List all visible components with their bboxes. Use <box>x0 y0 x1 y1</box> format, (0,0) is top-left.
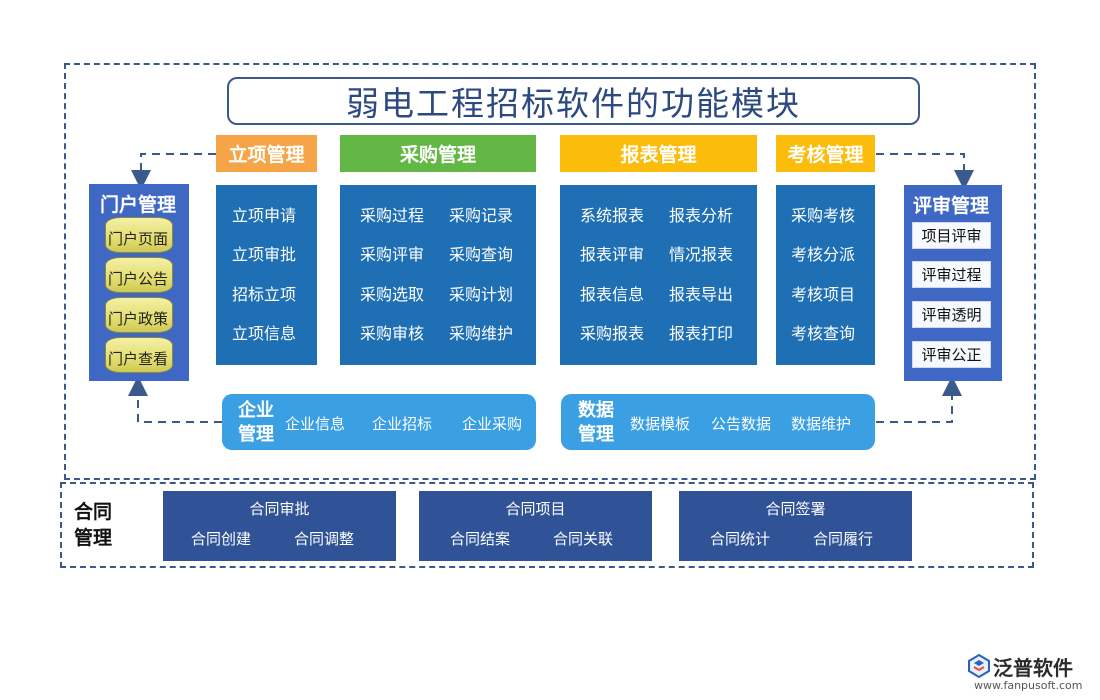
main-frame <box>64 63 1036 480</box>
portal-item-label: 门户页面 <box>108 230 169 248</box>
fanpu-logo-icon <box>968 653 990 682</box>
portal-mgmt-panel: 门户管理 门户页面 门户公告 门户政策 门户查看 <box>89 184 189 381</box>
list-item: 采购维护 <box>449 324 514 343</box>
review-item: 评审过程 <box>912 261 991 288</box>
report-mgmt-panel: 系统报表 报表分析 报表评审 情况报表 报表信息 报表导出 采购报表 报表打印 <box>560 185 757 365</box>
list-item: 数据维护 <box>791 415 852 433</box>
list-item: 报表分析 <box>669 206 734 225</box>
contract-frame <box>60 482 1034 568</box>
portal-item-label: 门户公告 <box>108 270 169 288</box>
contract-group-approval: 合同审批 合同创建 合同调整 <box>163 491 396 561</box>
list-item: 合同关联 <box>553 530 614 548</box>
enterprise-mgmt-panel: 企业 管理 企业信息 企业招标 企业采购 <box>222 394 536 450</box>
contract-group-title: 合同审批 <box>249 500 310 518</box>
list-item: 采购考核 <box>791 206 856 225</box>
list-item: 立项信息 <box>232 324 297 343</box>
list-item: 合同统计 <box>710 530 771 548</box>
data-mgmt-panel: 数据 管理 数据模板 公告数据 数据维护 <box>561 394 875 450</box>
project-mgmt-panel: 立项申请 立项审批 招标立项 立项信息 <box>216 185 317 365</box>
header-report-mgmt: 报表管理 <box>560 135 757 172</box>
review-mgmt-title: 评审管理 <box>913 195 990 217</box>
list-item: 报表信息 <box>580 285 645 304</box>
review-item: 评审透明 <box>912 301 991 328</box>
contract-mgmt-label: 合同 管理 <box>74 501 113 549</box>
purchase-mgmt-panel: 采购过程 采购记录 采购评审 采购查询 采购选取 采购计划 采购审核 采购维护 <box>340 185 536 365</box>
list-item: 招标立项 <box>232 285 297 304</box>
portal-item-database-icon: 门户政策 <box>105 297 173 333</box>
list-item: 报表导出 <box>669 285 734 304</box>
review-item: 评审公正 <box>912 341 991 368</box>
list-item: 数据模板 <box>630 415 691 433</box>
list-item: 报表评审 <box>580 245 645 264</box>
header-assess-mgmt: 考核管理 <box>776 135 875 172</box>
fanpu-logo: 泛普软件 www.fanpusoft.com <box>968 652 1096 696</box>
contract-group-sign: 合同签署 合同统计 合同履行 <box>679 491 912 561</box>
portal-item-database-icon: 门户页面 <box>105 217 173 253</box>
logo-name: 泛普软件 <box>993 656 1073 680</box>
connector-project-to-portal <box>131 153 216 190</box>
portal-mgmt-title: 门户管理 <box>100 194 177 216</box>
list-item: 公告数据 <box>711 415 772 433</box>
list-item: 采购记录 <box>449 206 514 225</box>
list-item: 合同结案 <box>450 530 511 548</box>
page-title: 弱电工程招标软件的功能模块 <box>227 77 920 125</box>
enterprise-mgmt-title: 企业 管理 <box>238 400 274 445</box>
portal-item-label: 门户查看 <box>108 350 169 368</box>
list-item: 采购报表 <box>580 324 645 343</box>
header-project-mgmt: 立项管理 <box>216 135 317 172</box>
list-item: 采购查询 <box>449 245 514 264</box>
list-item: 企业信息 <box>285 415 346 433</box>
list-item: 报表打印 <box>669 324 734 343</box>
list-item: 合同创建 <box>191 530 252 548</box>
connector-assess-to-review <box>876 153 974 190</box>
contract-group-title: 合同签署 <box>765 500 826 518</box>
list-item: 系统报表 <box>580 206 645 225</box>
review-mgmt-panel: 评审管理 项目评审 评审过程 评审透明 评审公正 <box>904 185 1002 381</box>
contract-group-project: 合同项目 合同结案 合同关联 <box>419 491 652 561</box>
portal-item-database-icon: 门户公告 <box>105 257 173 293</box>
list-item: 采购过程 <box>360 206 425 225</box>
list-item: 采购评审 <box>360 245 425 264</box>
list-item: 情况报表 <box>669 245 734 264</box>
list-item: 企业采购 <box>462 415 523 433</box>
data-mgmt-title: 数据 管理 <box>578 400 614 445</box>
connector-enterprise-to-portal <box>128 376 222 423</box>
header-purchase-mgmt: 采购管理 <box>340 135 536 172</box>
list-item: 企业招标 <box>372 415 433 433</box>
connector-data-to-review <box>876 376 962 423</box>
contract-group-title: 合同项目 <box>505 500 566 518</box>
list-item: 合同调整 <box>294 530 355 548</box>
logo-url: www.fanpusoft.com <box>974 679 1083 692</box>
list-item: 采购审核 <box>360 324 425 343</box>
list-item: 立项申请 <box>232 206 297 225</box>
list-item: 立项审批 <box>232 245 297 264</box>
list-item: 采购选取 <box>360 285 425 304</box>
review-item: 项目评审 <box>912 222 991 249</box>
list-item: 采购计划 <box>449 285 514 304</box>
list-item: 考核分派 <box>791 245 856 264</box>
assess-mgmt-panel: 采购考核 考核分派 考核项目 考核查询 <box>776 185 875 365</box>
list-item: 合同履行 <box>813 530 874 548</box>
list-item: 考核查询 <box>791 324 856 343</box>
portal-item-database-icon: 门户查看 <box>105 337 173 373</box>
portal-item-label: 门户政策 <box>108 310 169 328</box>
list-item: 考核项目 <box>791 285 856 304</box>
